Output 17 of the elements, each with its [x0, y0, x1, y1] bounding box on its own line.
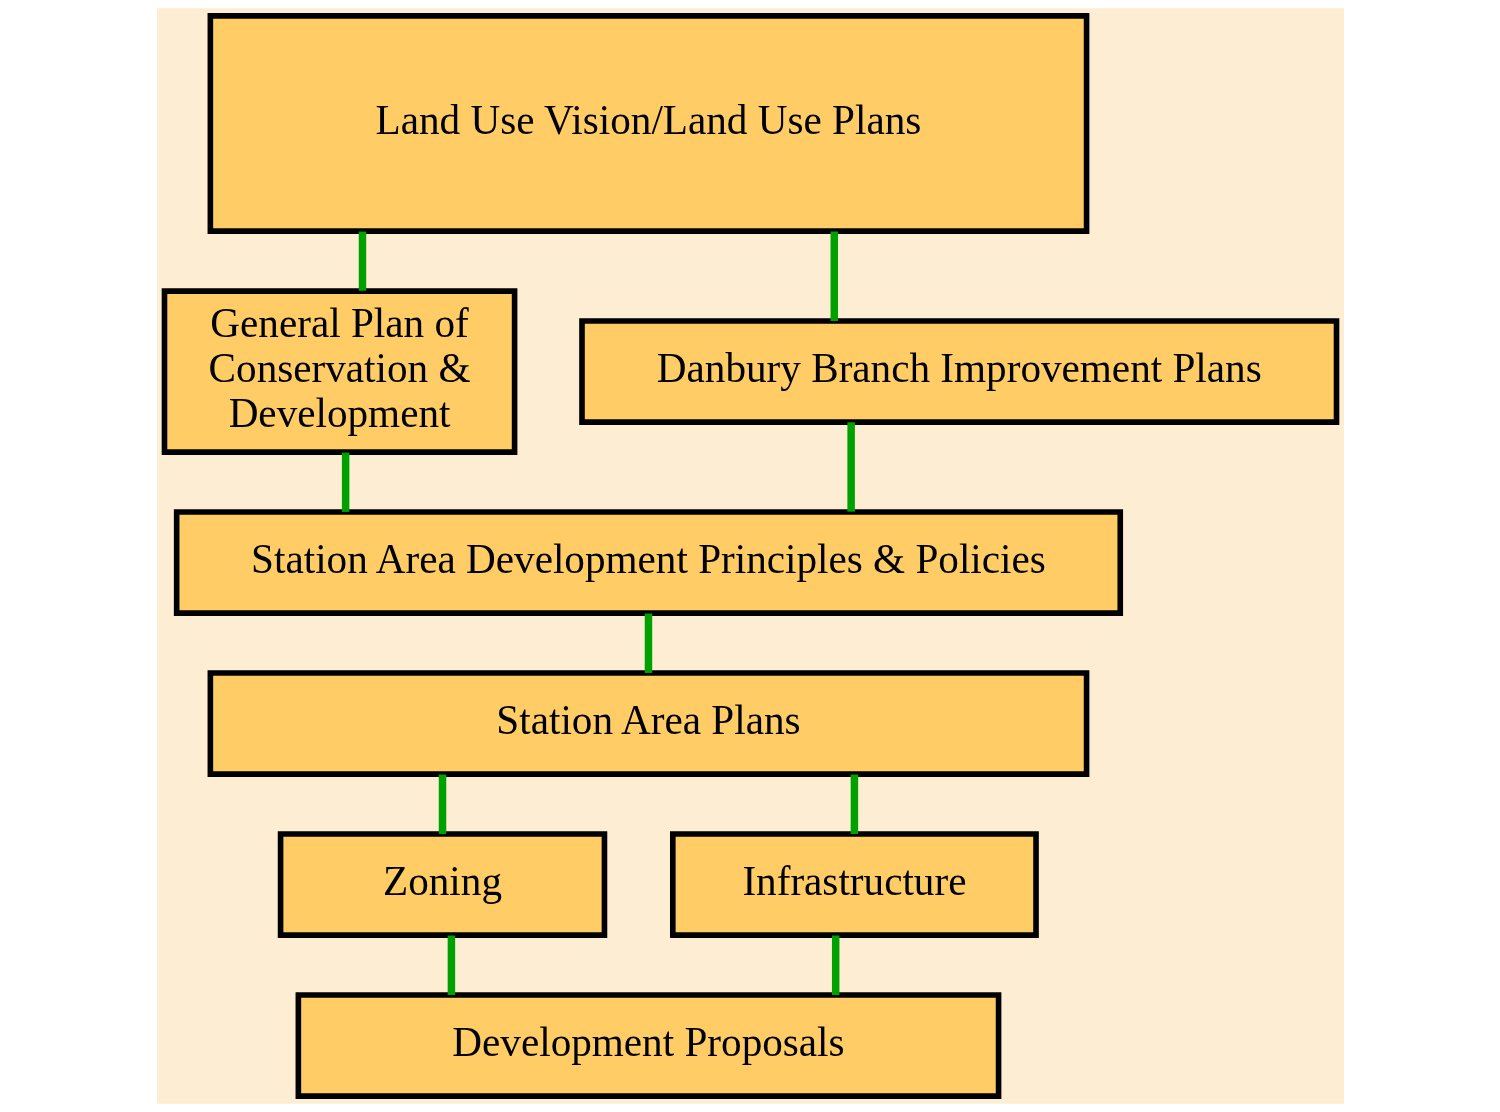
connector	[850, 774, 858, 834]
node-box: Development Proposals	[295, 992, 1001, 1099]
connector	[846, 422, 855, 512]
connector	[438, 774, 446, 834]
connector	[341, 452, 349, 512]
connector	[358, 231, 366, 291]
node-box: Infrastructure	[669, 831, 1039, 938]
connector	[831, 935, 839, 995]
node-box: General Plan of Conservation & Development	[161, 288, 517, 455]
connector	[830, 231, 838, 321]
node-box: Station Area Development Principles & Policies	[173, 509, 1123, 616]
node-box: Danbury Branch Improvement Plans	[578, 318, 1339, 425]
node-box: Zoning	[277, 831, 607, 938]
connector	[644, 613, 652, 673]
node-box: Land Use Vision/Land Use Plans	[207, 13, 1089, 234]
connector	[447, 935, 455, 995]
node-box: Station Area Plans	[207, 670, 1089, 777]
